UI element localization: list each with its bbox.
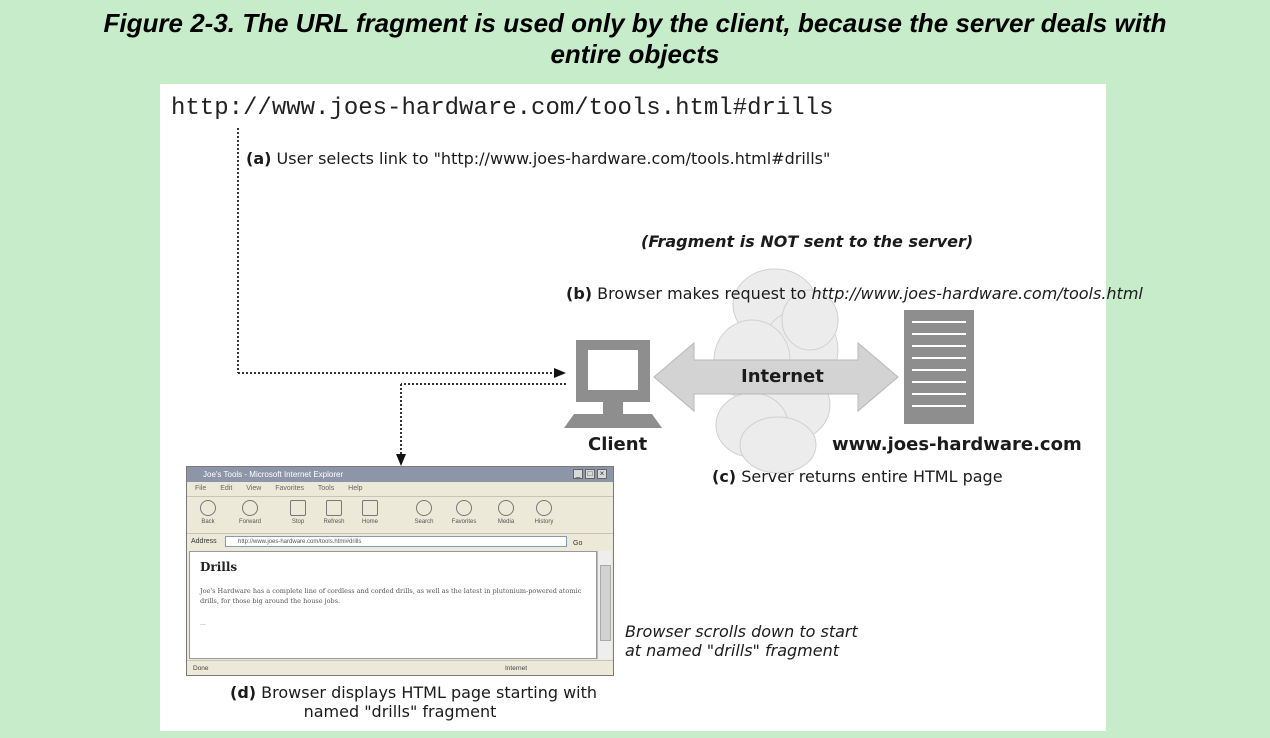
forward-button[interactable]: Forward	[235, 500, 265, 525]
address-bar: Address http://www.joes-hardware.com/too…	[187, 534, 613, 549]
maximize-icon[interactable]: □	[585, 469, 595, 479]
menu-view[interactable]: View	[246, 485, 262, 492]
address-label: Address	[191, 538, 217, 545]
minimize-icon[interactable]: _	[573, 469, 583, 479]
step-c-label: (c) Server returns entire HTML page	[712, 467, 1003, 486]
internet-label: Internet	[741, 366, 824, 387]
back-button[interactable]: Back	[193, 500, 223, 525]
page-body-text: Joe's Hardware has a complete line of co…	[200, 587, 582, 605]
history-button[interactable]: History	[529, 500, 559, 525]
figure-caption: Figure 2-3. The URL fragment is used onl…	[0, 8, 1270, 70]
search-button[interactable]: Search	[409, 500, 439, 525]
history-icon	[536, 500, 552, 516]
stop-icon	[290, 500, 306, 516]
client-label: Client	[588, 434, 648, 455]
step-d-line-2: named "drills" fragment	[303, 702, 497, 721]
browser-title-bar: Joe's Tools - Microsoft Internet Explore…	[187, 467, 613, 482]
server-icon	[904, 310, 974, 424]
step-b-letter: (b)	[566, 284, 593, 303]
browser-title: Joe's Tools - Microsoft Internet Explore…	[203, 470, 344, 479]
home-icon	[362, 500, 378, 516]
stop-button[interactable]: Stop	[283, 500, 313, 525]
dotted-path-a	[237, 128, 554, 374]
menu-edit[interactable]: Edit	[220, 485, 233, 492]
step-b-url: http://www.joes-hardware.com/tools.html	[811, 284, 1143, 303]
menu-tools[interactable]: Tools	[317, 485, 335, 492]
step-c-text: Server returns entire HTML page	[741, 467, 1003, 486]
scroll-note-line-2: at named "drills" fragment	[625, 641, 840, 660]
step-b-text: Browser makes request to	[597, 284, 807, 303]
browser-menu-bar: File Edit View Favorites Tools Help	[187, 482, 613, 497]
refresh-icon	[326, 500, 342, 516]
refresh-button[interactable]: Refresh	[319, 500, 349, 525]
browser-toolbar: Back Forward Stop Refresh Home Search Fa…	[187, 497, 613, 534]
forward-icon	[242, 500, 258, 516]
step-b-label: (b) Browser makes request to http://www.…	[566, 284, 1143, 303]
step-d-label: (d) Browser displays HTML page starting …	[230, 683, 597, 721]
browser-window: Joe's Tools - Microsoft Internet Explore…	[186, 466, 614, 676]
step-a-letter: (a)	[246, 149, 272, 168]
menu-file[interactable]: File	[195, 485, 207, 492]
status-zone: Internet	[505, 665, 528, 672]
scroll-note: Browser scrolls down to start at named "…	[625, 622, 858, 660]
fragment-url: http://www.joes-hardware.com/tools.html#…	[171, 95, 834, 122]
media-button[interactable]: Media	[491, 500, 521, 525]
dotted-path-d	[400, 383, 566, 454]
scroll-note-line-1: Browser scrolls down to start	[625, 622, 858, 641]
vertical-scrollbar[interactable]	[597, 551, 611, 659]
caption-line-2: entire objects	[550, 39, 720, 69]
go-button[interactable]: Go	[573, 540, 583, 547]
page-heading: Drills	[200, 560, 238, 574]
favorites-button[interactable]: Favorites	[449, 500, 479, 525]
page-content: Drills Joe's Hardware has a complete lin…	[189, 551, 597, 659]
step-a-label: (a) User selects link to "http://www.joe…	[246, 149, 830, 168]
menu-favorites[interactable]: Favorites	[275, 485, 305, 492]
step-d-letter: (d)	[230, 683, 257, 702]
step-c-letter: (c)	[712, 467, 737, 486]
status-bar: Done Internet	[187, 660, 613, 675]
arrowhead-to-browser	[396, 454, 406, 466]
step-d-line-1: Browser displays HTML page starting with	[261, 683, 598, 702]
address-input[interactable]: http://www.joes-hardware.com/tools.html#…	[225, 536, 567, 547]
back-icon	[200, 500, 216, 516]
close-icon[interactable]: ×	[597, 469, 607, 479]
star-icon	[456, 500, 472, 516]
scrollbar-thumb[interactable]	[600, 565, 611, 641]
double-arrow	[653, 341, 899, 413]
menu-help[interactable]: Help	[348, 485, 363, 492]
step-a-text: User selects link to "http://www.joes-ha…	[276, 149, 831, 168]
home-button[interactable]: Home	[355, 500, 385, 525]
caption-line-1: Figure 2-3. The URL fragment is used onl…	[103, 8, 1167, 38]
server-label: www.joes-hardware.com	[832, 434, 1082, 455]
search-icon	[416, 500, 432, 516]
fragment-not-sent-note: (Fragment is NOT sent to the server)	[641, 232, 974, 251]
media-icon	[498, 500, 514, 516]
status-text: Done	[193, 665, 209, 672]
page-ellipsis: ...	[200, 620, 206, 627]
client-computer-icon	[564, 340, 662, 428]
arrowhead-to-client	[554, 368, 566, 378]
